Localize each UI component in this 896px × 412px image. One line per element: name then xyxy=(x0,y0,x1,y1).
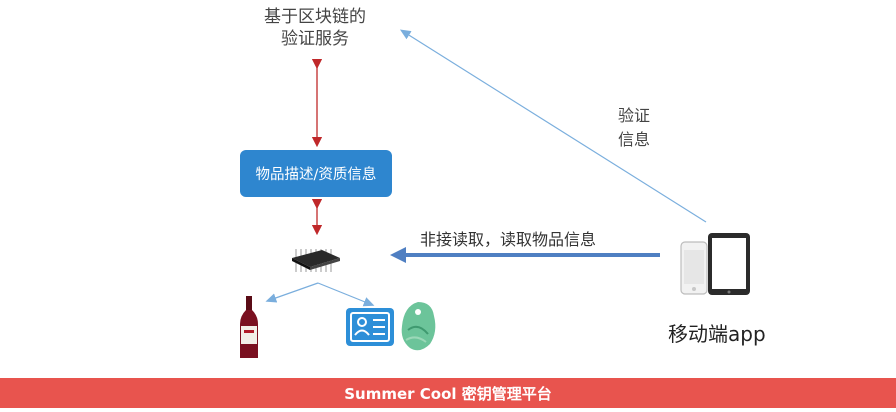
id-card-icon xyxy=(346,308,394,346)
footer-title: Summer Cool 密钥管理平台 xyxy=(344,384,552,403)
tablet-icon xyxy=(708,233,750,295)
description-box: 物品描述/资质信息 xyxy=(240,150,392,197)
service-label-line1: 基于区块链的 xyxy=(264,7,366,27)
verify-label: 验证 信息 xyxy=(612,104,656,152)
phone-icon xyxy=(680,241,708,295)
verify-label-line2: 信息 xyxy=(617,130,650,149)
wine-bottle-icon xyxy=(240,296,258,358)
mobile-app-label: 移动端app xyxy=(668,322,766,346)
read-label: 非接读取，读取物品信息 xyxy=(420,230,597,249)
service-label: 基于区块链的 验证服务 xyxy=(230,6,400,50)
footer-banner: Summer Cool 密钥管理平台 xyxy=(0,378,896,408)
verify-arrow xyxy=(399,29,707,223)
service-label-line2: 验证服务 xyxy=(281,29,349,49)
chip-icon xyxy=(292,249,340,272)
verify-label-line1: 验证 xyxy=(617,106,650,125)
description-box-label: 物品描述/资质信息 xyxy=(255,167,377,183)
jade-pendant-icon xyxy=(401,302,436,351)
branch-right xyxy=(317,282,375,307)
branch-left xyxy=(265,282,319,303)
